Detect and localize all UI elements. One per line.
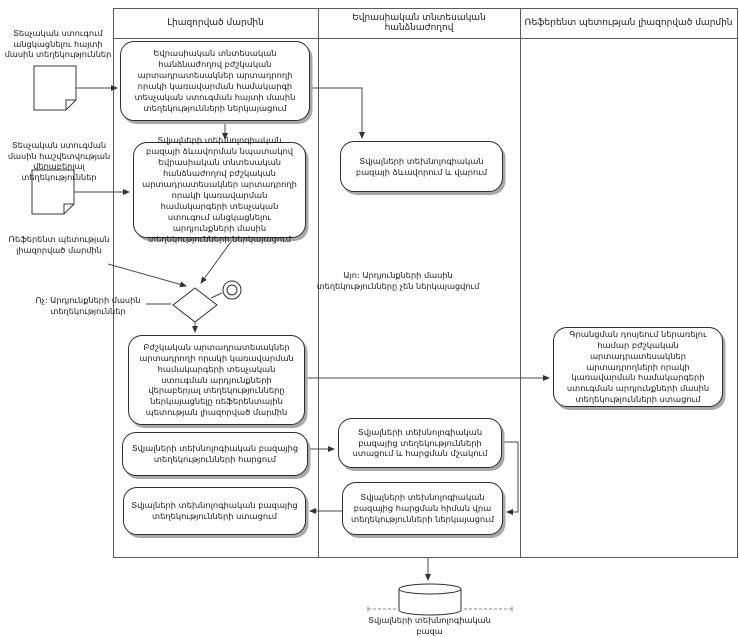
lane-header-authorized-body: Լիազորված մարմին	[113, 8, 318, 38]
note2-icon	[31, 169, 75, 215]
lane-header-eec: Եվրասիական տնտեսական հանձնաժողով	[318, 8, 520, 38]
activity-text: Տվյալների տեխնոլոգիական բազայից հարցման …	[351, 492, 494, 524]
activity-request-info: Տվյալների տեխնոլոգիական բազայից տեղեկութ…	[122, 432, 308, 476]
lane-header-label: Եվրասիական տնտեսական հանձնաժողով	[352, 12, 486, 33]
connector-referent-label-to-decision	[107, 263, 187, 288]
connector-process-to-provide	[502, 441, 519, 515]
swimlane-frame	[113, 8, 738, 558]
activity-receive-for-dossier: Գրանցման դոսյեում ներառելու համար բժշկակ…	[553, 327, 723, 407]
lane-divider-2	[520, 8, 521, 557]
activity-present-to-referent: Բժշկական արտադրատեսակներ արտադրողի որակի…	[128, 335, 305, 425]
lane-header-label: Լիազորված մարմին	[167, 17, 264, 28]
header-underline	[113, 38, 737, 39]
activity-submit-application: Եվրասիական տնտեսական հանձնաժողով բժշկակա…	[120, 41, 310, 121]
activity-receive-info: Տվյալների տեխնոլոգիական բազայից տեղեկութ…	[123, 487, 306, 535]
activity-db-formation: Տվյալների տեխնոլոգիական բազայի ձևավորում…	[340, 141, 503, 192]
activity-text: Տվյալների տեխնոլոգիական բազայի ձևավորման…	[142, 135, 297, 244]
activity-text: Տվյալների տեխնոլոգիական բազայից տեղեկութ…	[131, 443, 299, 464]
connector-decision-to-end	[210, 292, 223, 299]
referent-body-label: Ռեֆերենտ պետության լիազորված մարմին	[8, 234, 110, 255]
database-label: Տվյալների տեխնոլոգիական բազա	[368, 615, 491, 636]
note1-label: Տեսչական ստուգում անցկացնելու հայտի մասի…	[4, 28, 112, 60]
note2-label: Տեսչական ստուգման մասին հաշվետվության վե…	[7, 140, 111, 182]
end-node-icon	[222, 280, 242, 300]
lane-header-referent-state: Ռեֆերենտ պետության լիազորված մարմին	[520, 8, 737, 38]
note1-icon	[33, 65, 77, 111]
database-icon	[398, 583, 462, 616]
lane-divider-1	[318, 8, 319, 557]
activity-provide-on-request: Տվյալների տեխնոլոգիական բազայից հարցման …	[342, 482, 503, 535]
activity-receive-process-request: Տվյալների տեխնոլոգիական բազայից տեղեկութ…	[338, 418, 502, 468]
activity-text: Բժշկական արտադրատեսակներ արտադրողի որակի…	[139, 341, 294, 418]
lane-header-label: Ռեֆերենտ պետության լիազորված մարմին	[524, 17, 733, 28]
activity-text: Տվյալների տեխնոլոգիական բազայի ձևավորում…	[355, 155, 488, 177]
activity-text: Տվյալների տեխնոլոգիական բազայից տեղեկութ…	[131, 500, 298, 521]
yes-branch-label: Այո: Արդյունքների մասին տեղեկությունները…	[316, 270, 480, 291]
no-branch-label: Ոչ: Արդյունքների մասին տեղեկություններ	[35, 295, 141, 316]
database-baseline	[367, 606, 513, 612]
activity-text: Եվրասիական տնտեսական հանձնաժողով բժշկակա…	[134, 48, 296, 113]
decision-diamond	[172, 287, 218, 323]
activity-text: Տվյալների տեխնոլոգիական բազայից տեղեկութ…	[352, 426, 488, 459]
activity-text: Գրանցման դոսյեում ներառելու համար բժշկակ…	[566, 328, 710, 405]
activity-submit-results: Տվյալների տեխնոլոգիական բազայի ձևավորման…	[133, 135, 306, 244]
connector-application-to-db-formation	[310, 87, 365, 139]
connector-results-to-decision	[200, 238, 234, 284]
